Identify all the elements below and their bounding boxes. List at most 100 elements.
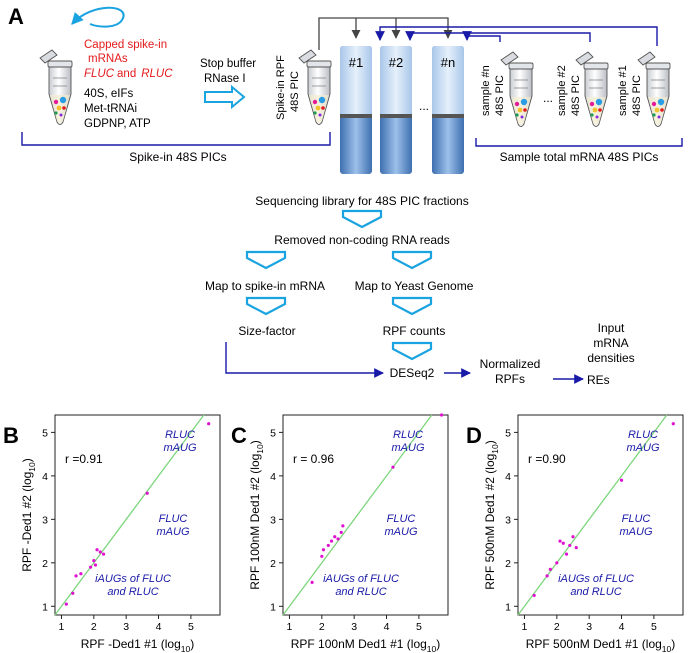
identity-line <box>517 414 668 616</box>
x-tick-label: 2 <box>554 621 560 633</box>
y-tick-label: 5 <box>505 427 511 439</box>
data-point <box>320 554 324 558</box>
correlation-text: r =0.90 <box>528 452 566 466</box>
y-tick-label: 3 <box>42 514 48 526</box>
x-tick-label: 3 <box>123 621 129 633</box>
flow-res: REs <box>587 373 610 387</box>
y-tick-label: 5 <box>42 427 48 439</box>
mix-text-2: Met-tRNAi <box>84 103 137 115</box>
mrnas-text: mRNAs <box>88 53 128 65</box>
annotation-fluc: FLUC <box>159 513 188 525</box>
data-point <box>574 546 578 550</box>
annotation-fluc: FLUC <box>387 513 416 525</box>
correlation-text: r =0.91 <box>65 452 103 466</box>
x-tick-label: 4 <box>384 621 390 633</box>
sample-bracket-label: Sample total mRNA 48S PICs <box>500 150 659 164</box>
sample-n-label-1: sample #n <box>480 65 492 116</box>
correlation-text: r = 0.96 <box>293 452 334 466</box>
annotation-rluc: mAUG <box>392 442 425 454</box>
data-point <box>561 541 565 545</box>
flow-input-1: Input <box>598 321 625 335</box>
data-point <box>79 572 83 576</box>
data-point <box>341 524 345 528</box>
column-n-label: #n <box>441 55 455 70</box>
spike-in-rpf-tube <box>298 49 332 125</box>
annotation-rluc: RLUC <box>165 429 195 441</box>
sample-ellipsis: ... <box>543 91 553 105</box>
data-point <box>548 567 552 571</box>
annotation-iaug: and RLUC <box>335 586 386 598</box>
column-1: #1 <box>340 46 372 174</box>
sample-n-label-2: 48S PIC <box>494 75 506 116</box>
x-tick-label: 4 <box>156 621 162 633</box>
data-point <box>98 550 102 554</box>
data-point <box>93 563 98 567</box>
mix-text-1: 40S, eIFs <box>84 88 133 100</box>
plot-frame <box>282 414 449 616</box>
column-2: #2 <box>380 46 412 174</box>
annotation-iaug: and RLUC <box>107 586 158 598</box>
flow-arrow-3 <box>391 250 433 270</box>
annotation-iaug: iAUGs of FLUC <box>95 573 171 585</box>
rnase-text: RNase I <box>204 73 246 85</box>
x-tick-label: 4 <box>619 621 625 633</box>
mix-text-3: GDPNP, ATP <box>84 118 151 130</box>
spike-distribution-arrows <box>318 17 453 50</box>
sucrose-columns: #1 #2 ... #n <box>340 46 464 174</box>
data-point <box>532 593 536 598</box>
data-point <box>92 559 96 563</box>
y-tick-label: 1 <box>42 601 48 613</box>
y-axis-label: RPF 500nM Ded1 #2 (log10) <box>483 440 500 590</box>
data-point <box>326 543 330 548</box>
annotation-rluc: mAUG <box>164 442 197 454</box>
data-point <box>555 561 559 565</box>
panel-a-label: A <box>8 4 24 29</box>
flow-removed: Removed non-coding RNA reads <box>274 233 449 247</box>
flow-arrow-4 <box>245 296 287 316</box>
flow-arrow-2 <box>245 250 287 270</box>
sample-2-label-2: 48S PIC <box>570 75 582 116</box>
x-tick-label: 5 <box>416 621 422 633</box>
stop-buffer-text: Stop buffer <box>200 58 256 70</box>
flow-rpf-counts: RPF counts <box>383 324 446 338</box>
sample-arrows <box>375 26 658 46</box>
y-tick-label: 2 <box>270 558 276 570</box>
data-point <box>619 478 624 482</box>
size-factor-arrow <box>225 342 384 378</box>
y-tick-label: 2 <box>42 558 48 570</box>
y-tick-label: 3 <box>270 514 276 526</box>
data-point <box>145 491 149 495</box>
annotation-rluc: RLUC <box>393 429 423 441</box>
identity-line <box>282 414 433 616</box>
panel-label: B <box>3 423 19 448</box>
flow-normalized-1: Normalized <box>480 357 541 371</box>
flow-deseq: DESeq2 <box>390 366 435 380</box>
sample-1-label-1: sample #1 <box>617 65 629 116</box>
data-point <box>74 574 78 578</box>
data-point <box>439 413 444 417</box>
flow-arrow-5 <box>391 296 433 316</box>
flow-normalized-2: RPFs <box>495 372 525 386</box>
column-1-label: #1 <box>349 55 363 70</box>
flow-arrow-1 <box>341 209 383 229</box>
data-point <box>310 580 314 584</box>
flow-map-spike: Map to spike-in mRNA <box>205 279 325 293</box>
x-tick-label: 3 <box>351 621 357 633</box>
capped-spikein-text: Capped spike-in <box>84 39 167 51</box>
spike-bracket-label: Spike-in 48S PICs <box>129 150 226 164</box>
panel-label: D <box>466 423 482 448</box>
y-tick-label: 3 <box>505 514 511 526</box>
data-point <box>207 422 211 426</box>
data-point <box>564 552 569 556</box>
sample-2-label-1: sample #2 <box>556 65 568 116</box>
column-n: #n <box>432 46 464 174</box>
data-point <box>339 530 343 534</box>
data-point <box>329 539 334 543</box>
annotation-fluc: mAUG <box>157 526 190 538</box>
hollow-arrow-icon <box>204 84 246 110</box>
data-point <box>101 552 106 556</box>
data-point <box>333 535 337 539</box>
